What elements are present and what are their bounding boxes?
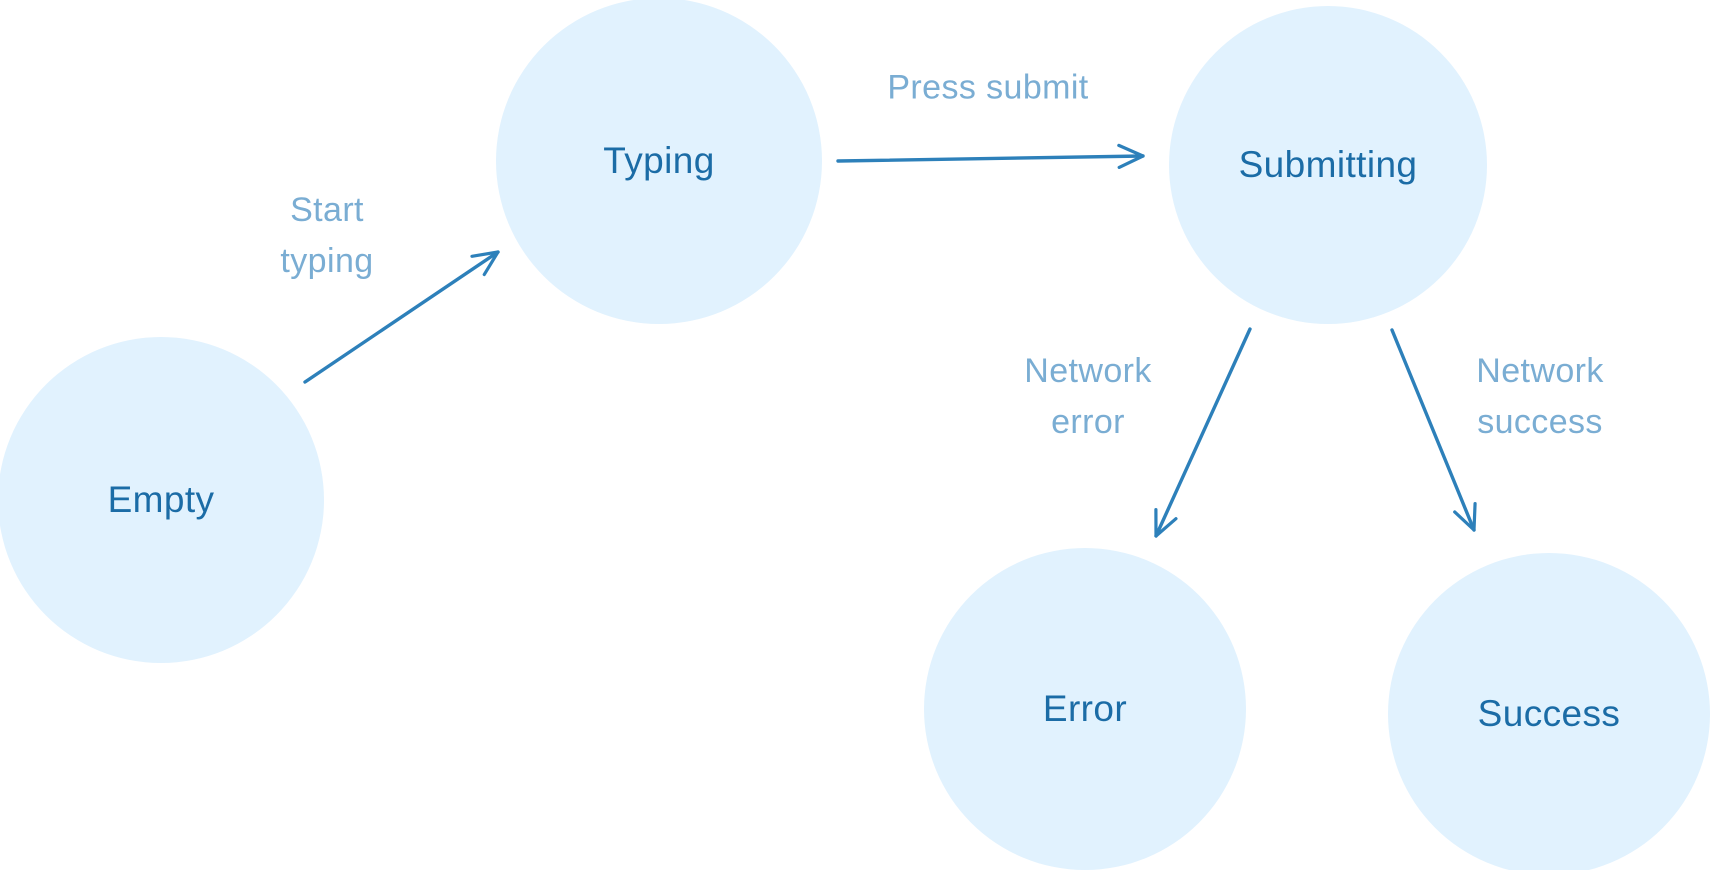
state-label-submitting: Submitting (1238, 144, 1418, 185)
state-node-empty: Empty (0, 337, 324, 663)
edge-label-network-success: Network success (1476, 346, 1604, 448)
edge-label-line: Network (1024, 352, 1152, 390)
state-node-success: Success (1388, 553, 1710, 870)
state-node-typing: Typing (496, 0, 822, 324)
edge-label-line: Press submit (887, 68, 1089, 107)
edge-arrow-press-submit (836, 143, 1145, 169)
edge-label-line: Network (1476, 352, 1604, 390)
edge-label-line: Start (290, 191, 364, 229)
edge-label-start-typing: Start typing (280, 185, 373, 287)
edge-arrow-network-error (1154, 327, 1252, 538)
state-label-typing: Typing (603, 140, 715, 181)
edge-label-line: success (1477, 403, 1603, 441)
state-label-success: Success (1477, 693, 1621, 734)
state-node-error: Error (924, 548, 1246, 870)
edge-label-line: typing (280, 242, 374, 280)
edge-label-network-error: Network error (1024, 346, 1152, 448)
state-label-error: Error (1042, 688, 1128, 729)
edge-label-line: error (1051, 403, 1125, 441)
edge-arrow-network-success (1390, 328, 1477, 532)
state-node-submitting: Submitting (1169, 6, 1487, 324)
state-label-empty: Empty (107, 479, 215, 520)
edge-label-press-submit: Press submit (887, 63, 1088, 114)
